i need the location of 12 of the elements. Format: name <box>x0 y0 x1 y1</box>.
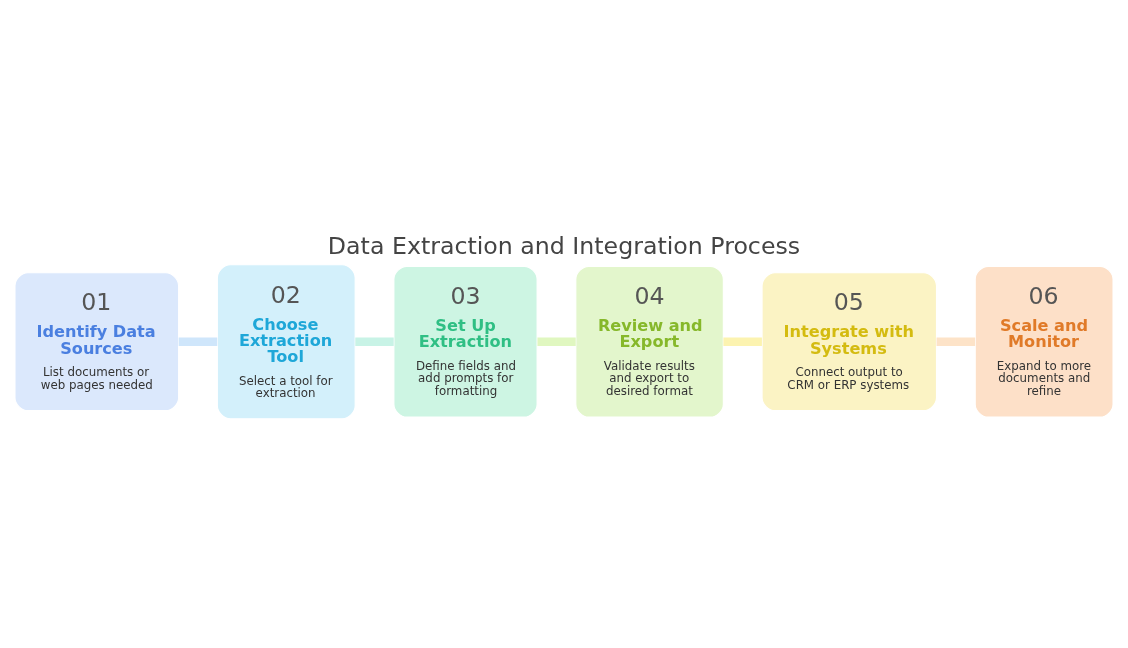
connector <box>537 336 576 346</box>
diagram-title: Data Extraction and Integration Process <box>327 231 801 260</box>
connector <box>723 336 762 346</box>
node-box: 02 Choose Extraction Tool Select a tool for extraction <box>216 263 356 419</box>
node-box: 01 Identify Data Sources List documents or web pages needed <box>14 271 180 411</box>
node-box: 03 Set Up Extraction Define fields and add prompts for formatting <box>393 265 538 418</box>
connector <box>355 336 394 346</box>
node-box: 06 Scale and Monitor Expand to more documents and refine <box>974 265 1114 418</box>
node-box: 05 Integrate with Systems Connect output to CRM or ERP systems <box>761 271 937 411</box>
connector <box>178 336 218 346</box>
connector <box>936 336 976 346</box>
node-box: 04 Review and Export Validate results and export to desired format <box>575 265 724 418</box>
